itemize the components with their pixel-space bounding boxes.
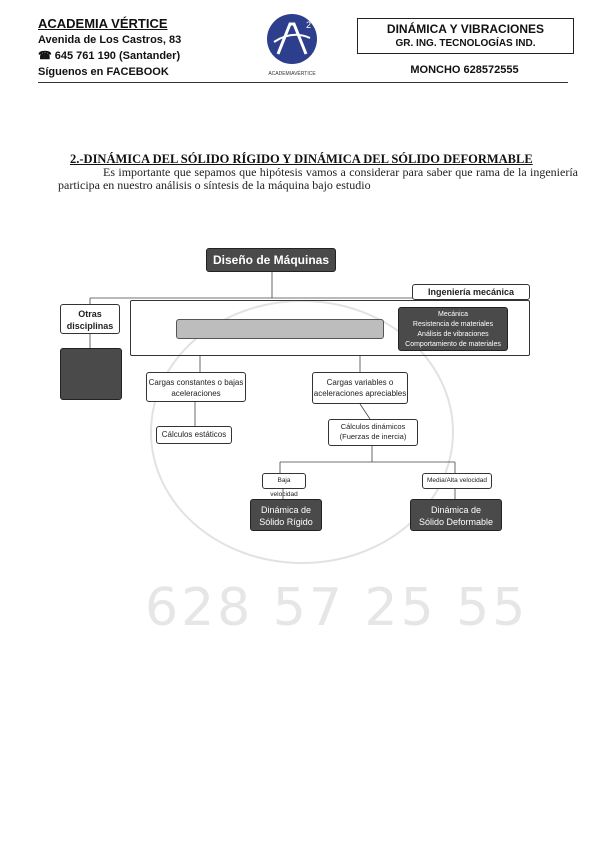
mec-item: Comportamiento de materiales xyxy=(405,341,501,348)
mec-item: Resistencia de materiales xyxy=(412,321,494,328)
academy-logo: 2 ACADEMIAVÉRTICE xyxy=(266,12,318,78)
mec-item: Mecánica xyxy=(438,311,468,318)
section-title: 2.-DINÁMICA DEL SÓLIDO RÍGIDO Y DINÁMICA… xyxy=(70,152,533,166)
rigid-line1: Dinámica de xyxy=(260,505,312,515)
deform-line2: Sólido Deformable xyxy=(418,517,494,527)
logo-caption: ACADEMIAVÉRTICE xyxy=(268,70,316,77)
academy-address: Avenida de Los Castros, 83 xyxy=(38,34,182,46)
rigid-body-box: Dinámica de Sólido Rígido xyxy=(250,499,322,531)
teacher-contact: MONCHO 628572555 xyxy=(410,64,519,76)
course-title: DINÁMICA Y VIBRACIONES xyxy=(386,22,545,36)
watermark-circle xyxy=(150,300,454,564)
dynamic-calc-box: Cálculos dinámicos (Fuerzas de inercia) xyxy=(328,419,418,446)
logo-exponent: 2 xyxy=(306,20,311,30)
mec-item: Análisis de vibraciones xyxy=(417,331,489,338)
academy-name: ACADEMIA VÉRTICE xyxy=(38,16,168,31)
static-calc-box: Cálculos estáticos xyxy=(156,426,232,444)
otras-disciplinas-box: Otras disciplinas xyxy=(60,304,120,334)
low-speed-box: Baja velocidad xyxy=(262,473,306,498)
high-acceleration-box: Cargas variables o aceleraciones aprecia… xyxy=(312,372,408,404)
deform-line1: Dinámica de xyxy=(430,505,482,515)
section-paragraph: Es importante que sepamos que hipótesis … xyxy=(58,165,578,192)
dynamic-calc-line2: (Fuerzas de inercia) xyxy=(339,432,407,441)
academy-social: Síguenos en FACEBOOK xyxy=(38,66,169,78)
header-divider xyxy=(38,82,568,83)
mecanica-list-box: Mecánica Resistencia de materiales Análi… xyxy=(398,307,508,351)
deformable-body-box: Dinámica de Sólido Deformable xyxy=(410,499,502,531)
root-box: Diseño de Máquinas xyxy=(206,248,336,272)
course-subtitle: GR. ING. TECNOLOGÍAS IND. xyxy=(395,38,536,49)
course-box: DINÁMICA Y VIBRACIONES GR. ING. TECNOLOG… xyxy=(357,18,574,54)
ing-mecanica-band xyxy=(130,300,530,356)
band-inner-bar xyxy=(176,319,384,339)
academy-phone: ☎ 645 761 190 (Santander) xyxy=(38,50,181,62)
watermark-phone: 628 57 25 55 xyxy=(145,578,529,638)
header-left: ACADEMIA VÉRTICE Avenida de Los Castros,… xyxy=(38,16,181,80)
rigid-line2: Sólido Rígido xyxy=(259,517,313,527)
low-acceleration-box: Cargas constantes o bajas aceleraciones xyxy=(146,372,246,402)
ing-mecanica-label: Ingeniería mecánica xyxy=(412,284,530,300)
dynamic-calc-line1: Cálculos dinámicos xyxy=(340,422,406,431)
medium-speed-box: Media/Alta velocidad xyxy=(422,473,492,489)
otras-list-box xyxy=(60,348,122,400)
